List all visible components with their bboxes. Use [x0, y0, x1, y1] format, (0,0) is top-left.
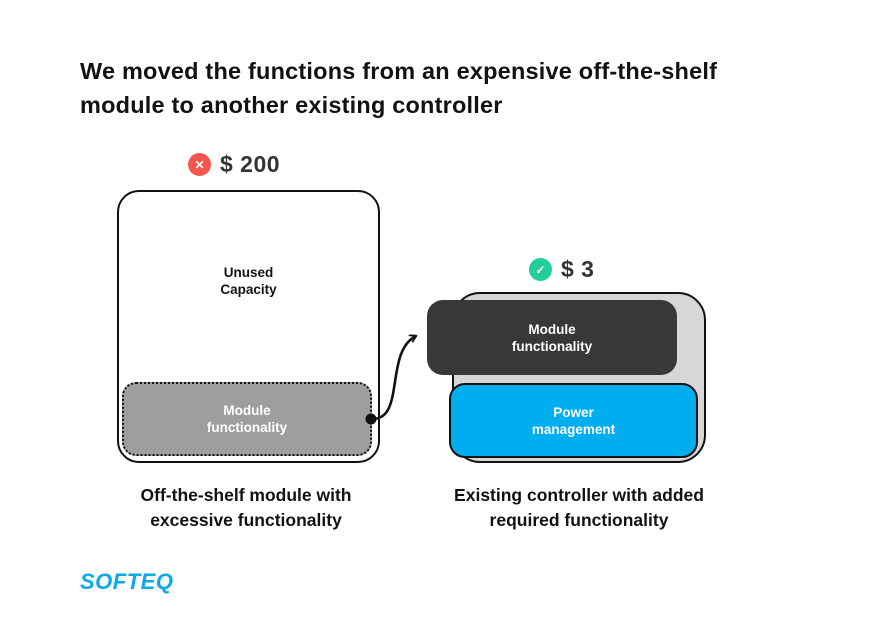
left-price-row: ✕ $ 200: [188, 151, 280, 178]
unused-capacity-label: Unused Capacity: [220, 265, 277, 297]
right-caption: Existing controller with added required …: [454, 485, 704, 530]
softeq-logo: SOFTEQ: [80, 569, 174, 594]
power-management-box: Power management: [449, 383, 698, 458]
check-circle-icon: ✓: [529, 258, 552, 281]
page-title: We moved the functions from an expensive…: [80, 58, 718, 118]
x-circle-icon: ✕: [188, 153, 211, 176]
right-price-row: ✓ $ 3: [529, 256, 594, 283]
left-caption: Off-the-shelf module with excessive func…: [140, 485, 352, 530]
module-functionality-dark-box: Module functionality: [427, 300, 677, 375]
off-the-shelf-module-box: Unused Capacity Module functionality: [117, 190, 380, 463]
left-price-label: $ 200: [220, 151, 281, 177]
module-functionality-gray-box: Module functionality: [122, 382, 372, 456]
right-price-label: $ 3: [561, 256, 595, 282]
